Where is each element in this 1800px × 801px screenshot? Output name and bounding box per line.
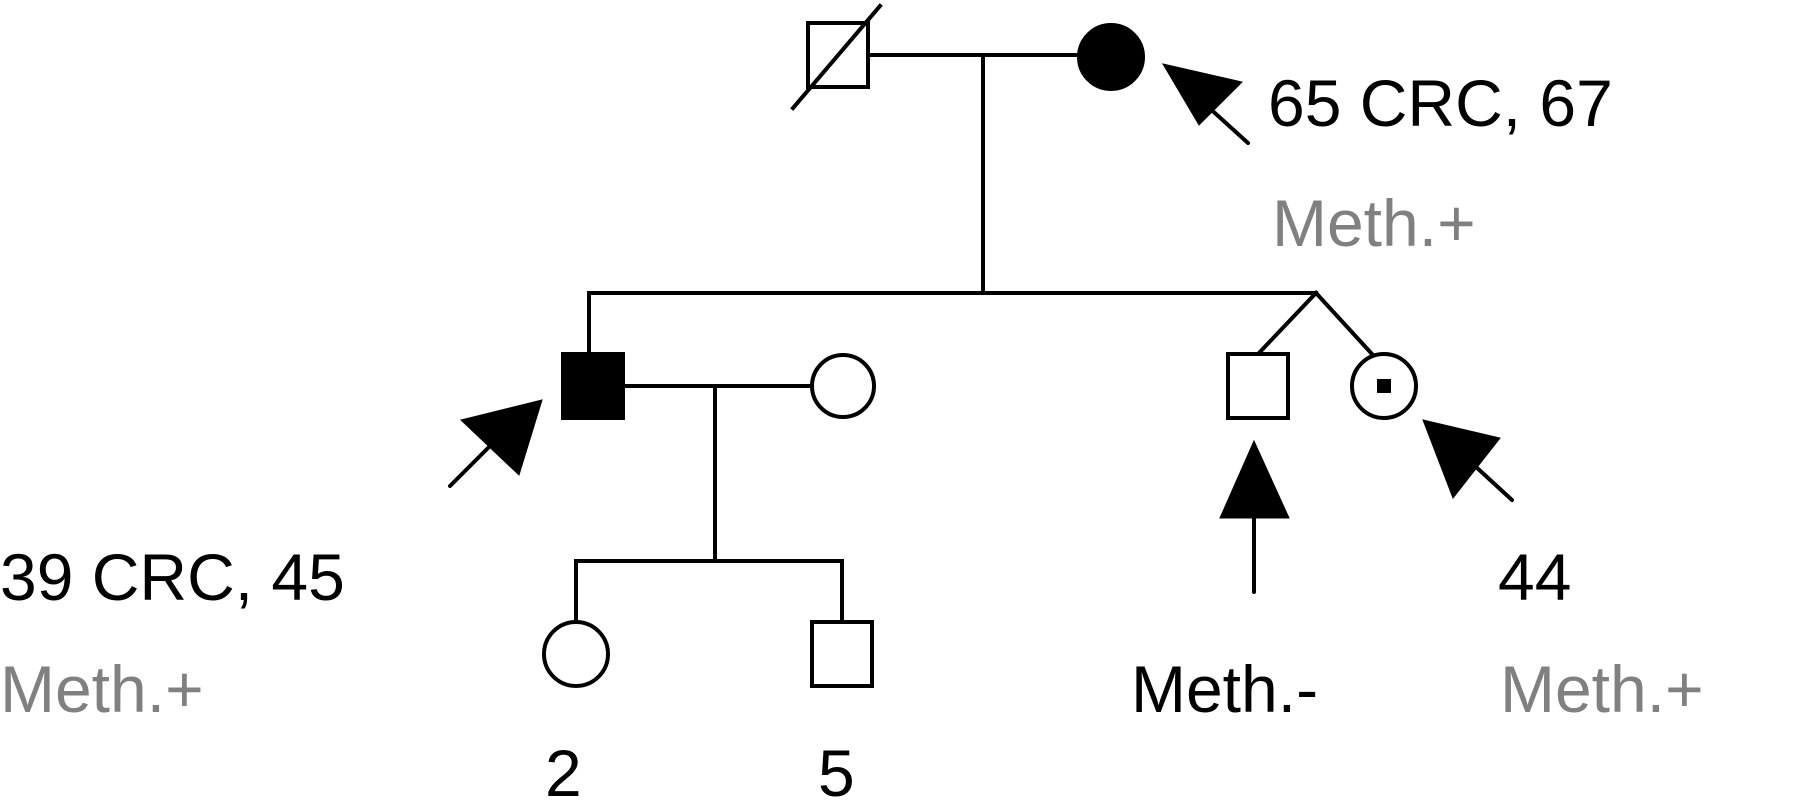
son-spouse-symbol[interactable] [810, 353, 876, 419]
twin-daughter-age-label: 44 [1498, 540, 1571, 614]
twin-son-proband-arrow [1219, 439, 1290, 594]
grandmother-arrow-head [1161, 63, 1243, 126]
son-meth-label: Meth.+ [0, 652, 204, 726]
son-age-label: 39 CRC, 45 [0, 540, 345, 614]
grandson-age-label: 5 [818, 736, 855, 801]
grandmother-symbol[interactable] [1077, 23, 1145, 91]
twin-son-branch [1255, 290, 1319, 357]
grandfather-deceased-slash [790, 3, 883, 111]
twin-son-meth-label: Meth.- [1131, 652, 1318, 726]
twin-daughter-branch [1313, 290, 1375, 357]
generation-3: 2 5 [542, 384, 874, 801]
generation-2-sibship [587, 290, 1375, 357]
grandson-symbol[interactable] [810, 620, 874, 688]
granddaughter-symbol[interactable] [542, 620, 610, 688]
generation-2: 39 CRC, 45 Meth.+ Meth.- 44 Meth.+ [0, 352, 1704, 726]
son-proband-arrow [448, 399, 543, 488]
twin-daughter-proband-arrow [1422, 419, 1514, 502]
twin-son-arrow-head [1219, 439, 1290, 519]
twin-daughter-meth-label: Meth.+ [1500, 652, 1704, 726]
grandmother-meth-label: Meth.+ [1272, 186, 1476, 260]
grandmother-proband-arrow [1161, 63, 1250, 145]
generation-1: 65 CRC, 67 Meth.+ [790, 3, 1613, 295]
granddaughter-age-label: 2 [545, 736, 582, 801]
twin-daughter-carrier-dot [1377, 379, 1391, 393]
son-symbol[interactable] [561, 352, 625, 420]
twin-son-symbol[interactable] [1226, 352, 1290, 420]
grandmother-age-label: 65 CRC, 67 [1268, 66, 1613, 140]
twin-daughter-arrow-head [1422, 419, 1501, 500]
son-arrow-head [459, 399, 543, 476]
